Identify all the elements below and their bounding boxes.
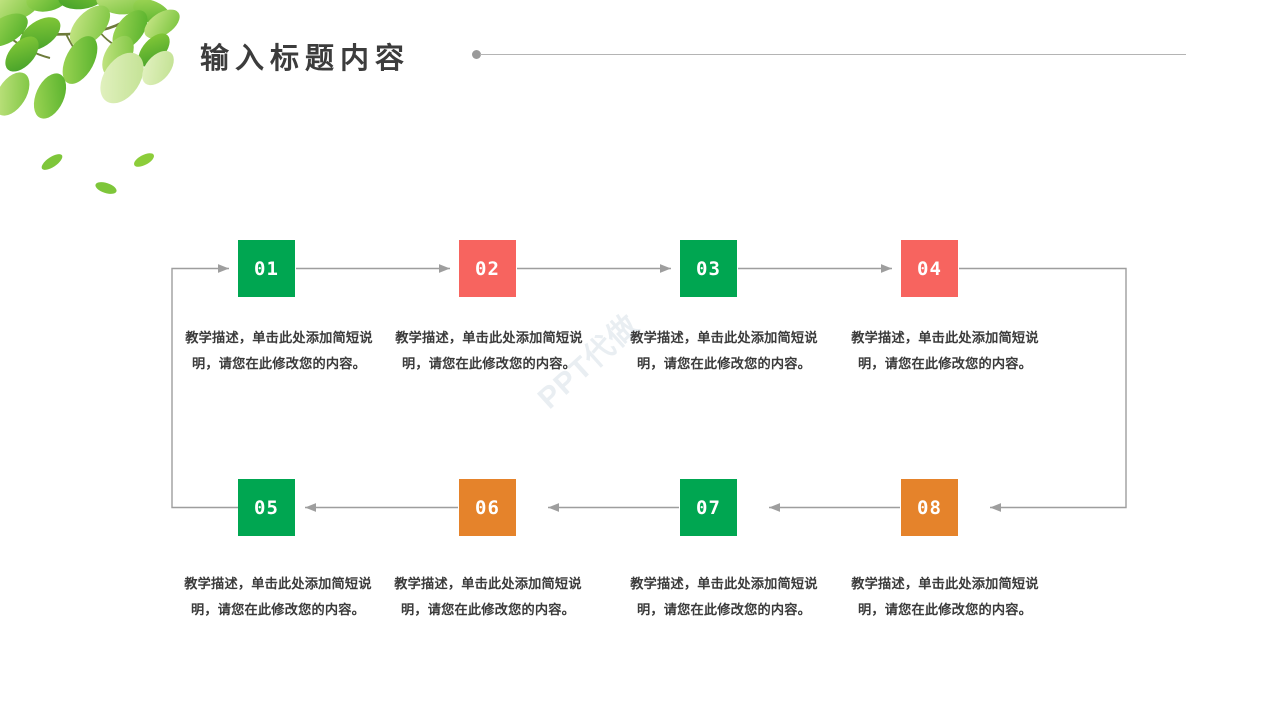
description-07: 教学描述，单击此处添加简短说明，请您在此修改您的内容。 [630, 576, 818, 617]
description-02: 教学描述，单击此处添加简短说明，请您在此修改您的内容。 [395, 330, 583, 371]
node-07[interactable]: 07 [680, 479, 737, 536]
node-02-label: 02 [475, 257, 500, 280]
node-08[interactable]: 08 [901, 479, 958, 536]
node-03[interactable]: 03 [680, 240, 737, 297]
description-01: 教学描述，单击此处添加简短说明，请您在此修改您的内容。 [185, 330, 373, 371]
node-04-label: 04 [917, 257, 942, 280]
title-rule-dot-icon [472, 50, 481, 59]
description-04: 教学描述，单击此处添加简短说明，请您在此修改您的内容。 [851, 330, 1039, 371]
node-05[interactable]: 05 [238, 479, 295, 536]
node-06-label: 06 [475, 496, 500, 519]
description-08: 教学描述，单击此处添加简短说明，请您在此修改您的内容。 [851, 576, 1039, 617]
description-03: 教学描述，单击此处添加简短说明，请您在此修改您的内容。 [630, 330, 818, 371]
node-07-label: 07 [696, 496, 721, 519]
connector-05-to-01 [171, 264, 238, 509]
slide-header: 输入标题内容 [0, 0, 1280, 110]
description-05: 教学描述，单击此处添加简短说明，请您在此修改您的内容。 [184, 576, 372, 617]
node-03-label: 03 [696, 257, 721, 280]
title-rule [472, 48, 1186, 61]
node-08-label: 08 [917, 496, 942, 519]
connector-04-to-08 [959, 267, 1127, 512]
node-02[interactable]: 02 [459, 240, 516, 297]
page-title: 输入标题内容 [200, 43, 411, 75]
node-01[interactable]: 01 [238, 240, 295, 297]
node-05-label: 05 [254, 496, 279, 519]
node-04[interactable]: 04 [901, 240, 958, 297]
title-rule-line [480, 54, 1186, 55]
node-06[interactable]: 06 [459, 479, 516, 536]
node-01-label: 01 [254, 257, 279, 280]
description-06: 教学描述，单击此处添加简短说明，请您在此修改您的内容。 [394, 576, 582, 617]
